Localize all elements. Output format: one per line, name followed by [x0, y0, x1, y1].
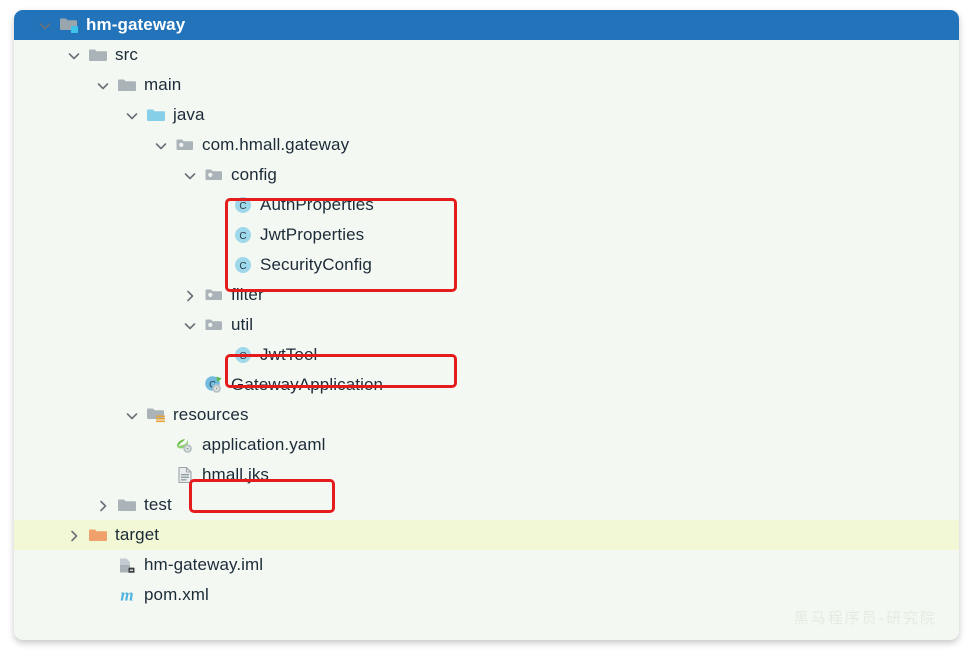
- java-class-icon: C: [232, 224, 254, 246]
- spring-config-file-icon: [174, 434, 196, 456]
- expander-spacer: [148, 430, 174, 460]
- svg-text:m: m: [120, 586, 133, 605]
- chevron-right-icon[interactable]: [61, 520, 87, 550]
- tree-row-label: AuthProperties: [260, 195, 374, 214]
- tree-row-label: GatewayApplication: [231, 375, 384, 394]
- chevron-down-icon[interactable]: [119, 100, 145, 130]
- tree-row-label: com.hmall.gateway: [202, 135, 350, 154]
- tree-row[interactable]: hm-gateway.iml: [14, 550, 959, 580]
- tree-row-label: JwtTool: [260, 345, 318, 364]
- chevron-down-icon[interactable]: [61, 40, 87, 70]
- resources-folder-icon: [145, 404, 167, 426]
- tree-row-label: filter: [231, 285, 264, 304]
- tree-row[interactable]: filter: [14, 280, 959, 310]
- expander-spacer: [90, 580, 116, 610]
- chevron-down-icon[interactable]: [177, 160, 203, 190]
- expander-spacer: [206, 220, 232, 250]
- expander-spacer: [90, 550, 116, 580]
- tree-row-label: src: [115, 45, 138, 64]
- tree-row[interactable]: C JwtTool: [14, 340, 959, 370]
- java-class-icon: C: [232, 254, 254, 276]
- spring-boot-class-icon: C: [203, 374, 225, 396]
- expander-spacer: [148, 460, 174, 490]
- chevron-right-icon[interactable]: [177, 280, 203, 310]
- tree-row[interactable]: C GatewayApplication: [14, 370, 959, 400]
- tree-row[interactable]: application.yaml: [14, 430, 959, 460]
- tree-row[interactable]: util: [14, 310, 959, 340]
- folder-icon: [116, 494, 138, 516]
- svg-text:C: C: [239, 261, 246, 272]
- tree-row-label: pom.xml: [144, 585, 209, 604]
- tree-row-label: JwtProperties: [260, 225, 365, 244]
- tree-row-label: config: [231, 165, 277, 184]
- svg-text:C: C: [239, 231, 246, 242]
- source-folder-icon: [145, 104, 167, 126]
- tree-row-label: hmall.jks: [202, 465, 270, 484]
- chevron-down-icon[interactable]: [177, 310, 203, 340]
- java-class-icon: C: [232, 194, 254, 216]
- maven-pom-icon: m: [116, 584, 138, 606]
- tree-row[interactable]: target: [14, 520, 959, 550]
- module-folder-icon: [58, 14, 80, 36]
- tree-row-label: SecurityConfig: [260, 255, 372, 274]
- svg-text:C: C: [209, 379, 216, 390]
- chevron-down-icon[interactable]: [148, 130, 174, 160]
- expander-spacer: [177, 370, 203, 400]
- chevron-down-icon[interactable]: [90, 70, 116, 100]
- tree-row-label: main: [144, 75, 182, 94]
- tree-row[interactable]: C AuthProperties: [14, 190, 959, 220]
- package-icon: [174, 134, 196, 156]
- tree-row-label: target: [115, 525, 160, 544]
- tree-row[interactable]: main: [14, 70, 959, 100]
- package-icon: [203, 284, 225, 306]
- svg-text:C: C: [239, 351, 246, 362]
- tree-row-label: application.yaml: [202, 435, 326, 454]
- expander-spacer: [206, 250, 232, 280]
- tree-row[interactable]: src: [14, 40, 959, 70]
- tree-row[interactable]: hmall.jks: [14, 460, 959, 490]
- svg-text:C: C: [239, 201, 246, 212]
- expander-spacer: [206, 190, 232, 220]
- folder-icon: [116, 74, 138, 96]
- tree-row[interactable]: resources: [14, 400, 959, 430]
- tree-row[interactable]: hm-gateway: [14, 10, 959, 40]
- tree-row[interactable]: C JwtProperties: [14, 220, 959, 250]
- file-icon: [174, 464, 196, 486]
- tree-row-label: java: [173, 105, 205, 124]
- tree-row[interactable]: test: [14, 490, 959, 520]
- tree-row[interactable]: java: [14, 100, 959, 130]
- tree-row[interactable]: m pom.xml: [14, 580, 959, 610]
- chevron-down-icon[interactable]: [32, 10, 58, 40]
- java-class-icon: C: [232, 344, 254, 366]
- tree-row-label: util: [231, 315, 254, 334]
- watermark: 黑马程序员-研究院: [793, 609, 937, 627]
- tree-row[interactable]: com.hmall.gateway: [14, 130, 959, 160]
- tree-row[interactable]: config: [14, 160, 959, 190]
- chevron-right-icon[interactable]: [90, 490, 116, 520]
- chevron-down-icon[interactable]: [119, 400, 145, 430]
- excluded-folder-icon: [87, 524, 109, 546]
- tree-row-label: hm-gateway: [86, 15, 186, 34]
- tree-row-label: resources: [173, 405, 249, 424]
- tree-row-label: hm-gateway.iml: [144, 555, 264, 574]
- package-icon: [203, 314, 225, 336]
- tree-row[interactable]: C SecurityConfig: [14, 250, 959, 280]
- folder-icon: [87, 44, 109, 66]
- tree-row-label: test: [144, 495, 172, 514]
- expander-spacer: [206, 340, 232, 370]
- package-icon: [203, 164, 225, 186]
- iml-module-file-icon: [116, 554, 138, 576]
